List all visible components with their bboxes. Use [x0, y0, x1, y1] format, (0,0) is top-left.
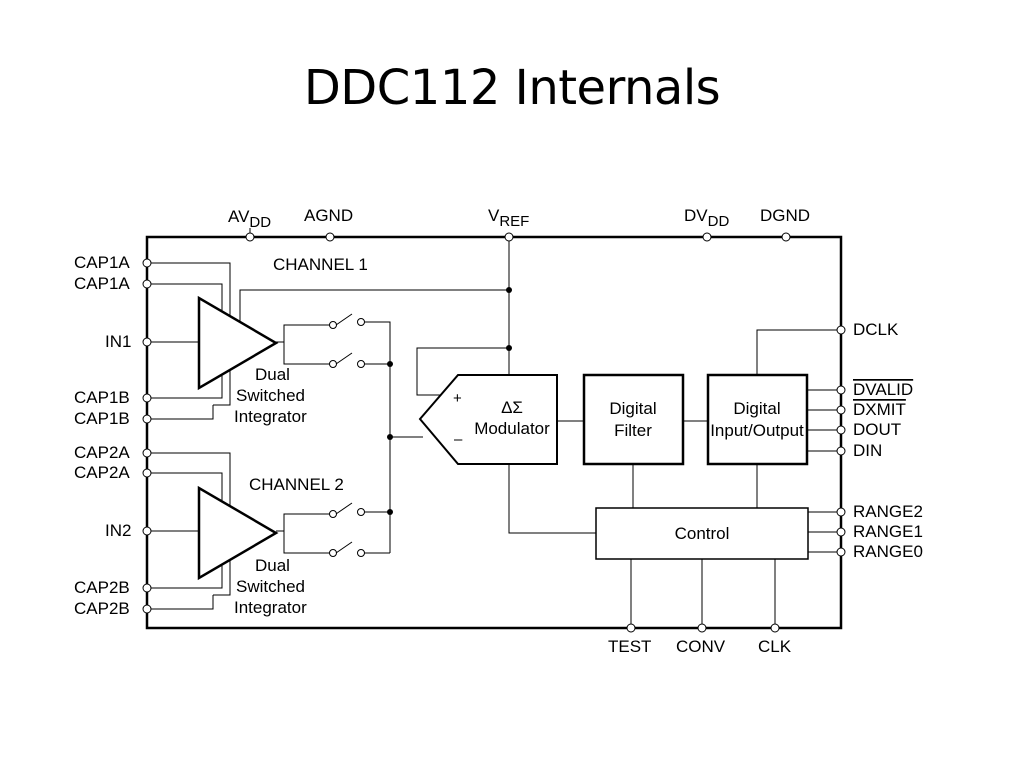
channel-1-label: CHANNEL 1 — [273, 255, 368, 274]
control-block: Control — [595, 507, 809, 560]
control-label: Control — [675, 524, 730, 543]
integrator-1-line2: Switched — [236, 386, 305, 405]
pin-label-agnd: AGND — [304, 206, 353, 225]
pin-label-cap2b-1: CAP2B — [74, 578, 130, 597]
pin-label-cap1a-1: CAP1A — [74, 253, 130, 272]
pin-label-in1: IN1 — [105, 332, 131, 351]
pin-label-dclk: DCLK — [853, 320, 899, 339]
integrator-2-line1: Dual — [255, 556, 290, 575]
svg-text:DVDD: DVDD — [684, 206, 729, 230]
digital-filter-block: Digital Filter — [582, 373, 685, 466]
integrator-2-line2: Switched — [236, 577, 305, 596]
top-pin-dgnd: DGND — [760, 206, 810, 242]
pin-label-dgnd: DGND — [760, 206, 810, 225]
pin-label-dvdd: DV — [684, 206, 708, 225]
pin-label-test: TEST — [608, 637, 651, 656]
pin-label-cap2a-1: CAP2A — [74, 443, 130, 462]
pin-label-cap2b-2: CAP2B — [74, 599, 130, 618]
vref-wiring — [416, 241, 596, 534]
pin-label-avdd: AV — [228, 207, 250, 226]
digital-io-line1: Digital — [733, 399, 780, 418]
delta-sigma-modulator: + – ΔΣ Modulator — [418, 374, 558, 465]
digital-io-block: Digital Input/Output — [706, 373, 809, 466]
pin-label-vref: V — [488, 206, 500, 225]
pin-label-dxmit: DXMIT — [853, 400, 906, 419]
pin-label-dvalid: DVALID — [853, 380, 913, 399]
channel-2-label: CHANNEL 2 — [249, 475, 344, 494]
integrator-1-line1: Dual — [255, 365, 290, 384]
pin-label-range0: RANGE0 — [853, 542, 923, 561]
pin-label-in2: IN2 — [105, 521, 131, 540]
digital-io-line2: Input/Output — [710, 421, 804, 440]
integrator-1-line3: Integrator — [234, 407, 307, 426]
pin-label-clk: CLK — [758, 637, 792, 656]
bottom-pins: TEST CONV CLK — [608, 559, 792, 656]
modulator-minus: – — [454, 431, 463, 448]
integrator-1-amplifier — [197, 295, 279, 391]
digital-filter-line1: Digital — [609, 399, 656, 418]
top-pin-avdd: AVDD — [228, 207, 271, 242]
modulator-line1: ΔΣ — [501, 398, 523, 417]
pin-sub-vref: REF — [499, 213, 529, 230]
slide-title: DDC112 Internals — [303, 60, 721, 116]
pin-sub-avdd: DD — [249, 214, 271, 231]
pin-label-cap1a-2: CAP1A — [74, 274, 130, 293]
pin-label-din: DIN — [853, 441, 882, 460]
top-pin-dvdd: DVDD — [684, 206, 729, 242]
pin-sub-dvdd: DD — [708, 213, 730, 230]
integrator-2-amplifier — [197, 485, 279, 581]
modulator-line2: Modulator — [474, 419, 550, 438]
top-pin-agnd: AGND — [304, 206, 353, 242]
top-pin-vref: VREF — [488, 206, 529, 242]
pin-label-cap2a-2: CAP2A — [74, 463, 130, 482]
pin-label-range1: RANGE1 — [853, 522, 923, 541]
pin-label-cap1b-1: CAP1B — [74, 388, 130, 407]
svg-text:AVDD: AVDD — [228, 207, 271, 231]
svg-text:VREF: VREF — [488, 206, 529, 230]
pin-label-dout: DOUT — [853, 420, 901, 439]
left-pins: CAP1A CAP1A IN1 CAP1B CAP1B CAP2A CAP2A … — [74, 253, 152, 618]
digital-filter-line2: Filter — [614, 421, 652, 440]
right-pins: DCLK DVALID DXMIT DOUT DIN RANGE2 RANGE1… — [756, 320, 923, 561]
pin-label-cap1b-2: CAP1B — [74, 409, 130, 428]
pin-label-conv: CONV — [676, 637, 726, 656]
channel-1-wiring — [151, 262, 509, 437]
integrator-2-line3: Integrator — [234, 598, 307, 617]
pin-label-range2: RANGE2 — [853, 502, 923, 521]
modulator-plus: + — [453, 390, 462, 407]
